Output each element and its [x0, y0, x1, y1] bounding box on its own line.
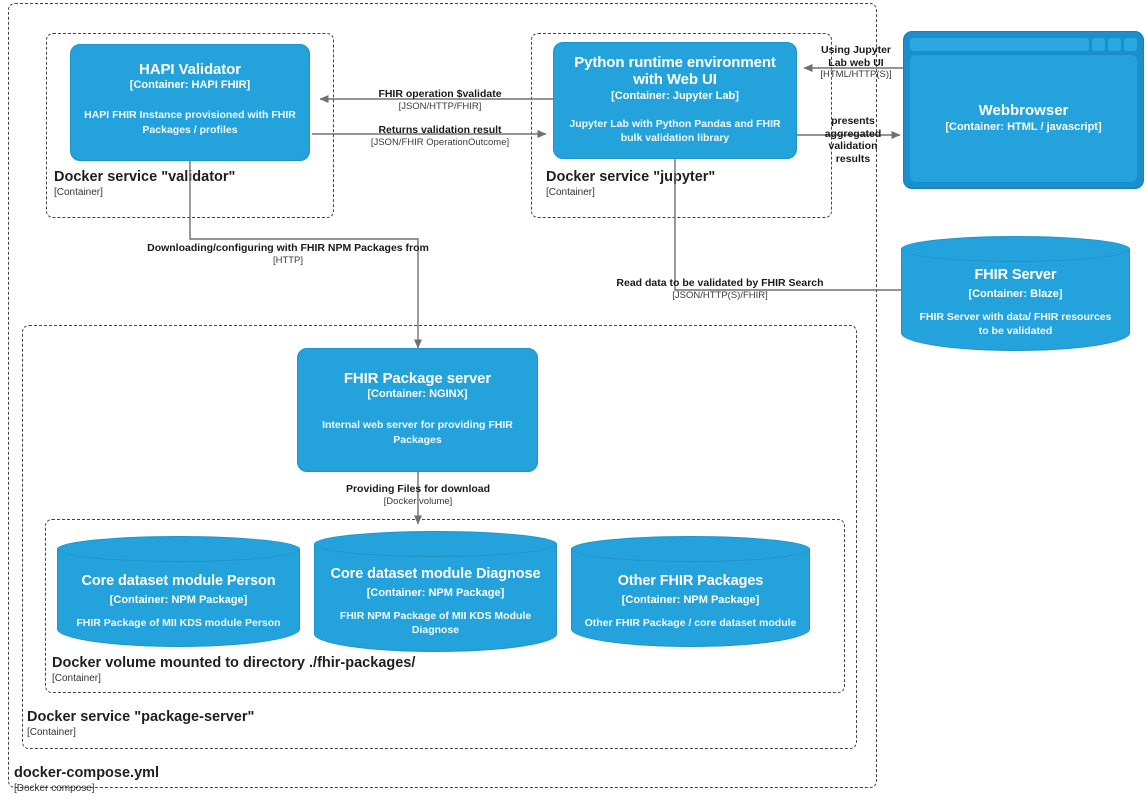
- boundary-service-jupyter-title: Docker service "jupyter": [546, 169, 716, 185]
- container-package-diagnose-desc: FHIR NPM Package of MII KDS Module Diagn…: [339, 610, 532, 637]
- fhir-server-cylinder-body: [901, 249, 1130, 351]
- package-person-cylinder-body: [57, 549, 300, 647]
- container-package-person[interactable]: Core dataset module Person [Container: N…: [57, 536, 300, 647]
- package-other-text: Other FHIR Packages [Container: NPM Pack…: [571, 572, 810, 630]
- container-webbrowser[interactable]: Webbrowser [Container: HTML / javascript…: [903, 31, 1144, 189]
- package-person-text: Core dataset module Person [Container: N…: [57, 572, 300, 630]
- container-webbrowser-name: Webbrowser: [978, 102, 1069, 120]
- boundary-docker-compose: [8, 3, 877, 788]
- boundary-docker-volume-label: Docker volume mounted to directory ./fhi…: [52, 655, 415, 684]
- boundary-service-validator-label: Docker service "validator" [Container]: [54, 169, 235, 198]
- container-package-person-name: Core dataset module Person: [81, 573, 276, 589]
- container-python-runtime-tech: [Container: Jupyter Lab]: [611, 89, 739, 102]
- browser-window-button-3-icon[interactable]: [1124, 38, 1137, 51]
- boundary-docker-volume-title: Docker volume mounted to directory ./fhi…: [52, 655, 416, 671]
- container-package-other-tech: [Container: NPM Package]: [621, 594, 760, 606]
- boundary-service-package-server-tech: [Container]: [27, 726, 76, 738]
- boundary-service-package-server: [22, 325, 857, 749]
- package-diagnose-cylinder-body: [314, 544, 557, 652]
- browser-window-button-1-icon[interactable]: [1092, 38, 1105, 51]
- fhir-server-text: FHIR Server [Container: Blaze] FHIR Serv…: [901, 266, 1130, 338]
- container-fhir-server-name: FHIR Server: [974, 267, 1057, 283]
- package-person-cylinder-top: [57, 536, 300, 562]
- container-package-other-name: Other FHIR Packages: [617, 573, 764, 589]
- container-package-diagnose-tech: [Container: NPM Package]: [366, 587, 505, 599]
- package-other-cylinder-body: [571, 549, 810, 647]
- container-python-runtime-name: Python runtime environment with Web UI: [574, 54, 776, 89]
- package-diagnose-cylinder-top: [314, 531, 557, 557]
- boundary-service-package-server-label: Docker service "package-server" [Contain…: [27, 709, 254, 738]
- boundary-service-package-server-title: Docker service "package-server": [27, 709, 255, 725]
- boundary-service-validator-title: Docker service "validator": [54, 169, 236, 185]
- boundary-docker-compose-label: docker-compose.yml [Docker compose]: [14, 765, 159, 794]
- container-hapi-validator-desc: HAPI FHIR Instance provisioned with FHIR…: [84, 109, 296, 136]
- package-diagnose-text: Core dataset module Diagnose [Container:…: [314, 565, 557, 637]
- browser-address-bar: [910, 38, 1089, 51]
- container-fhir-package-server[interactable]: FHIR Package server [Container: NGINX] I…: [297, 348, 538, 472]
- container-package-other-desc: Other FHIR Package / core dataset module: [584, 617, 797, 629]
- container-fhir-package-server-tech: [Container: NGINX]: [367, 388, 468, 401]
- container-fhir-package-server-desc: Internal web server for providing FHIR P…: [322, 419, 513, 446]
- container-hapi-validator-name: HAPI Validator: [139, 61, 241, 78]
- boundary-service-jupyter-label: Docker service "jupyter" [Container]: [546, 169, 715, 198]
- container-package-other[interactable]: Other FHIR Packages [Container: NPM Pack…: [571, 536, 810, 647]
- boundary-docker-compose-tech: [Docker compose]: [14, 782, 95, 794]
- browser-chrome-bar: [910, 38, 1137, 51]
- boundary-docker-volume: [45, 519, 845, 693]
- boundary-docker-compose-title: docker-compose.yml: [14, 765, 160, 781]
- container-hapi-validator-tech: [Container: HAPI FHIR]: [129, 79, 251, 92]
- container-package-diagnose-name: Core dataset module Diagnose: [330, 566, 541, 582]
- boundary-service-jupyter-tech: [Container]: [546, 186, 595, 198]
- browser-viewport: Webbrowser [Container: HTML / javascript…: [910, 55, 1137, 182]
- container-package-person-tech: [Container: NPM Package]: [109, 594, 248, 606]
- boundary-service-validator-tech: [Container]: [54, 186, 103, 198]
- container-hapi-validator[interactable]: HAPI Validator [Container: HAPI FHIR] HA…: [70, 44, 310, 161]
- package-other-cylinder-top: [571, 536, 810, 562]
- container-webbrowser-tech: [Container: HTML / javascript]: [945, 121, 1102, 134]
- container-fhir-package-server-name: FHIR Package server: [343, 370, 492, 387]
- browser-window-button-2-icon[interactable]: [1108, 38, 1121, 51]
- fhir-server-cylinder-top: [901, 236, 1130, 262]
- container-fhir-server-desc: FHIR Server with data/ FHIR resources to…: [919, 311, 1112, 338]
- container-python-runtime-desc: Jupyter Lab with Python Pandas and FHIR …: [569, 117, 781, 144]
- boundary-docker-volume-tech: [Container]: [52, 672, 101, 684]
- container-package-diagnose[interactable]: Core dataset module Diagnose [Container:…: [314, 531, 557, 652]
- container-python-runtime[interactable]: Python runtime environment with Web UI […: [553, 42, 797, 159]
- container-fhir-server[interactable]: FHIR Server [Container: Blaze] FHIR Serv…: [901, 236, 1130, 351]
- container-package-person-desc: FHIR Package of MII KDS module Person: [76, 617, 281, 629]
- container-fhir-server-tech: [Container: Blaze]: [968, 288, 1063, 300]
